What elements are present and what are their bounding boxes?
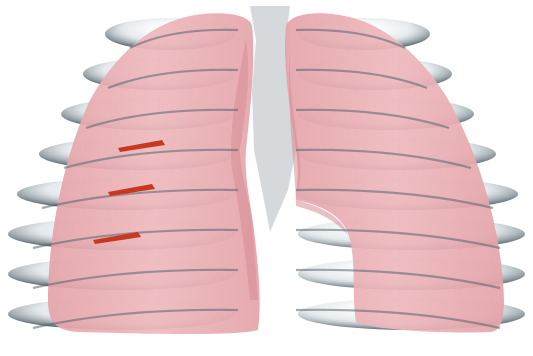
left-lung <box>48 13 260 334</box>
right-lung <box>285 13 504 332</box>
